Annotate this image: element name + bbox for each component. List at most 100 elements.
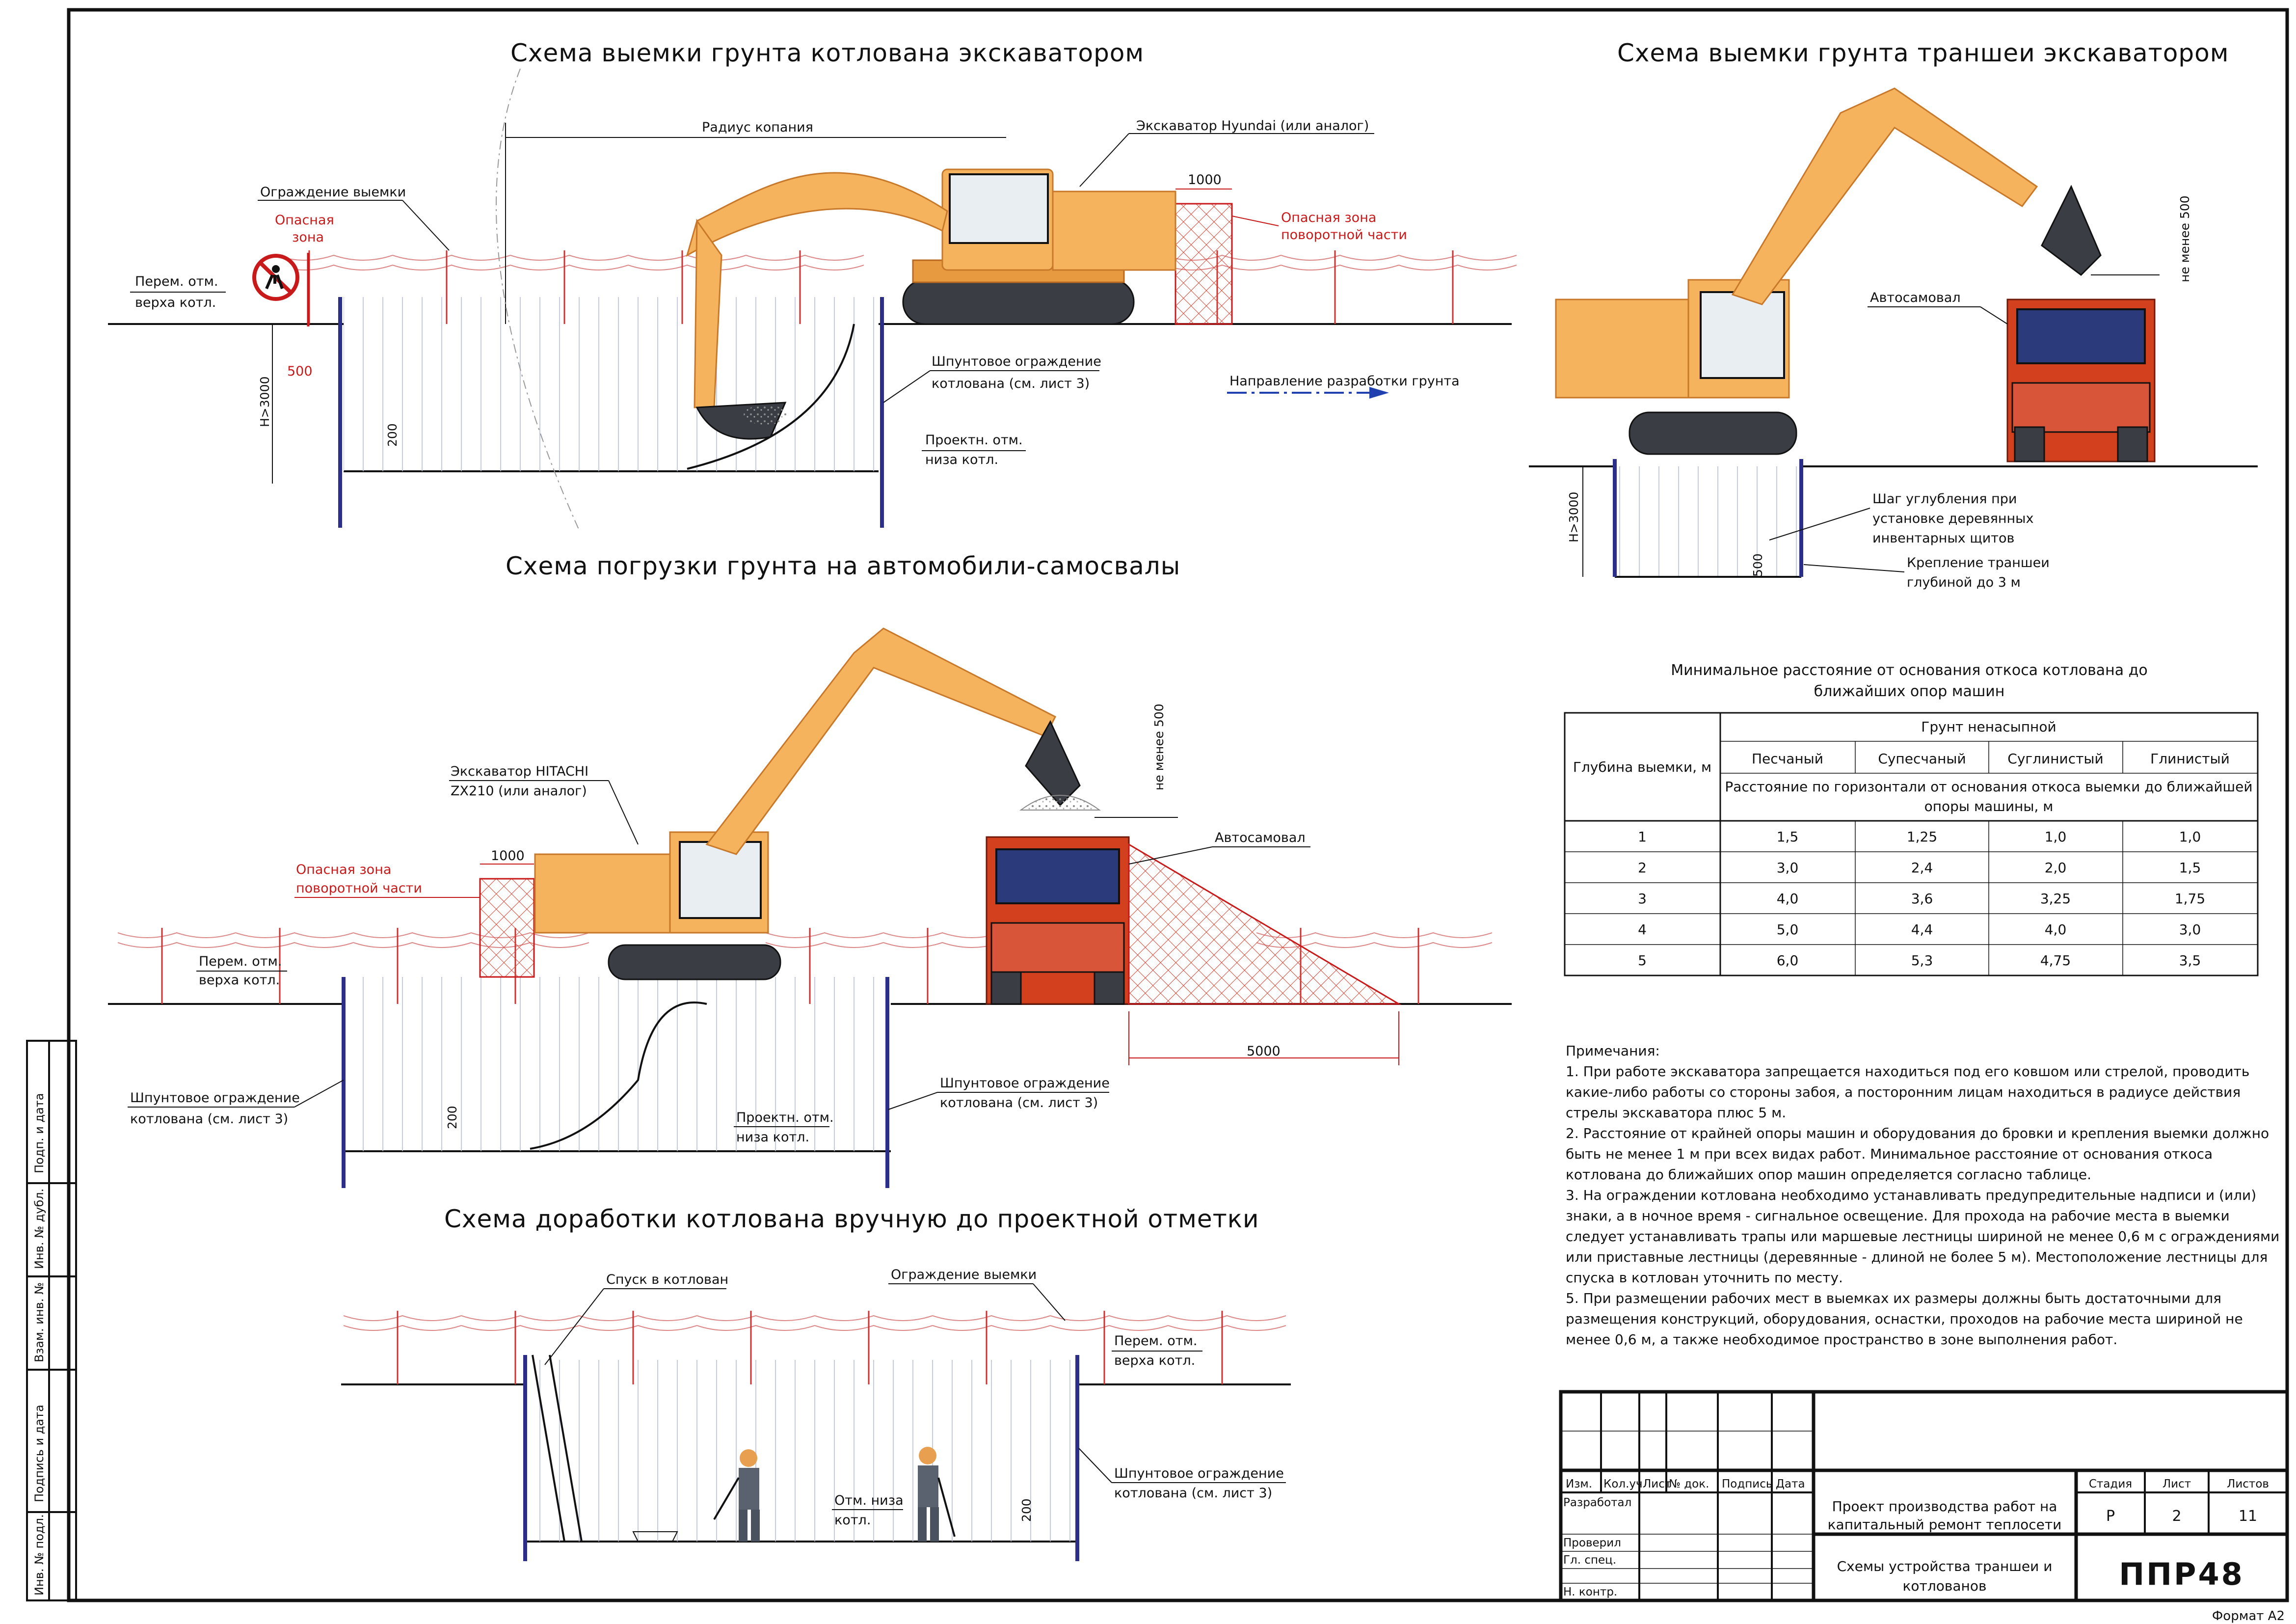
tb-sheet-label: Лист (2163, 1478, 2191, 1490)
table-caption-2: ближайших опор машин (1814, 683, 2005, 700)
pit-scheme: Схема выемки грунта котлована экскаватор… (108, 39, 1517, 531)
loading-dim-1000: 1000 (491, 848, 525, 864)
note-line: 1. При работе экскаватора запрещается на… (1566, 1063, 2249, 1080)
loading-pile-left-1: Шпунтовое ограждение (130, 1090, 300, 1106)
soil-1: Песчаный (1752, 751, 1823, 767)
no-entry-sign-icon (252, 253, 310, 326)
manual-bottom-mark-2: котл. (834, 1513, 871, 1528)
pit-hatch (344, 297, 879, 471)
table-cell: 4 (1638, 921, 1647, 938)
side-stamp: Подп. и дата Инв. № дубл. Взам. инв. № П… (26, 1040, 77, 1601)
sub-header-1: Расстояние по горизонтали от основания о… (1725, 779, 2252, 795)
danger-zone-label-2: зона (292, 230, 324, 245)
table-cell: 3 (1638, 891, 1647, 907)
digging-radius-label: Радиус копания (702, 120, 813, 135)
top-mark-1: Перем. отм. (135, 274, 218, 289)
notes: Примечания: 1. При работе экскаватора за… (1566, 1043, 2279, 1348)
note-line: спуска в котлован уточнить по месту. (1566, 1270, 1843, 1286)
loading-bottom-mark-1: Проектн. отм. (736, 1110, 834, 1125)
stamp-4: Подпись и дата (32, 1405, 46, 1502)
note-line: или приставные лестницы (деревянные - дл… (1566, 1249, 2268, 1265)
table-cell: 3,6 (1911, 891, 1933, 907)
loading-bottom-mark-2: низа котл. (736, 1130, 809, 1145)
tb-stage: Р (2106, 1508, 2115, 1525)
trench-depth: H>3000 (1567, 492, 1581, 542)
table-cell: 2,0 (2045, 860, 2067, 876)
tb-role: Гл. спец. (1563, 1554, 1616, 1567)
note-line: котлована до ближайших опор машин опреде… (1566, 1166, 2091, 1183)
table-cell: 1,0 (2179, 829, 2201, 845)
tb-col: № док. (1669, 1478, 1709, 1490)
dim-200: 200 (385, 423, 400, 447)
hitachi-label-2: ZX210 (или аналог) (451, 784, 587, 799)
step-note-2: установке деревянных (1872, 511, 2033, 526)
table-cell: 1,0 (2045, 829, 2067, 845)
tb-project-2: капитальный ремонт теплосети (1828, 1516, 2062, 1533)
table-cell: 1,25 (1907, 829, 1937, 845)
danger-zone-hatch (1175, 203, 1233, 325)
excavator-label: Экскаватор Hyundai (или аналог) (1136, 118, 1369, 134)
descent-label: Спуск в котлован (606, 1272, 728, 1287)
note-line: 3. На ограждении котлована необходимо ус… (1566, 1187, 2256, 1203)
danger-zone-label-1: Опасная (275, 213, 334, 228)
manual-top-mark-1: Перем. отм. (1114, 1333, 1197, 1349)
table-cell: 3,25 (2040, 891, 2071, 907)
manual-fence (343, 1311, 1286, 1384)
stamp-2: Инв. № дубл. (32, 1189, 46, 1269)
tb-col: Дата (1776, 1478, 1805, 1490)
table-group-header: Грунт ненасыпной (1921, 719, 2056, 735)
hitachi-excavator (534, 627, 1081, 980)
tb-role: Проверил (1563, 1537, 1621, 1549)
soil-4: Глинистый (2150, 751, 2230, 767)
truck-danger-zone (1128, 843, 1402, 1005)
loading-min-500: не менее 500 (1152, 704, 1166, 790)
table-cell: 3,5 (2179, 952, 2201, 969)
trench-truck (2006, 298, 2156, 462)
loading-pile-left-2: котлована (см. лист 3) (130, 1111, 288, 1127)
table-cell: 6,0 (1777, 952, 1799, 969)
trench-scheme-title: Схема выемки грунта траншеи экскаватором (1617, 39, 2229, 67)
table-cell: 1,75 (2175, 891, 2205, 907)
outer-frame (67, 8, 2289, 1602)
pit-slope (687, 324, 855, 470)
loading-dim-200: 200 (445, 1106, 459, 1129)
note-line: стрелы экскаватора плюс 5 м. (1566, 1105, 1786, 1121)
tb-sheets-label: Листов (2227, 1478, 2269, 1490)
trench-dim-500: 500 (1751, 553, 1765, 577)
sheet-pile-label-1: Шпунтовое ограждение (932, 354, 1101, 369)
manual-bottom-mark-1: Отм. низа (834, 1493, 904, 1508)
stamp-1: Подп. и дата (32, 1093, 46, 1174)
manual-scheme: Схема доработки котлована вручную до про… (341, 1205, 1291, 1561)
loading-pile-right-1: Шпунтовое ограждение (940, 1076, 1110, 1091)
note-line: 5. При размещении рабочих мест в выемках… (1566, 1290, 2221, 1306)
fence-label: Ограждение выемки (260, 185, 406, 200)
loading-truck (986, 795, 1130, 1005)
note-line: следует устанавливать трапы или маршевые… (1566, 1228, 2279, 1245)
wheelbarrow-icon (632, 1531, 678, 1542)
tb-stage-label: Стадия (2089, 1478, 2132, 1490)
table-cell: 2,4 (1911, 860, 1933, 876)
note-line: быть не менее 1 м при всех видах работ. … (1566, 1146, 2213, 1162)
note-line: менее 0,6 м, а также необходимое простра… (1566, 1331, 2117, 1348)
stamp-3: Взам. инв. № (32, 1282, 46, 1362)
table-cell: 4,4 (1911, 921, 1933, 938)
ladder-icon (532, 1354, 583, 1542)
table-cell: 4,75 (2040, 952, 2071, 969)
table-cell: 3,0 (1777, 860, 1799, 876)
dim-500: 500 (287, 364, 313, 379)
danger-rotation-label-2: поворотной части (1281, 227, 1407, 243)
table-cell: 1,5 (1777, 829, 1799, 845)
sheet-pile-label-2: котлована (см. лист 3) (932, 376, 1090, 391)
table-caption-1: Минимальное расстояние от основания отко… (1671, 662, 2148, 679)
direction-label: Направление разработки грунта (1229, 374, 1460, 389)
loading-top-mark-2: верха котл. (199, 973, 280, 988)
note-line: знаки, а в ночное время - сигнальное осв… (1566, 1208, 2230, 1224)
tb-sheet-title-1: Схемы устройства траншеи и (1837, 1558, 2053, 1574)
tb-col: Подпись (1722, 1478, 1772, 1490)
notes-heading: Примечания: (1566, 1043, 1660, 1059)
tb-role: Разработал (1563, 1496, 1631, 1509)
loading-scheme: Схема погрузки грунта на автомобили-само… (108, 552, 1512, 1188)
direction-arrow-icon (1369, 387, 1389, 399)
loading-danger-label-2: поворотной части (296, 881, 422, 896)
